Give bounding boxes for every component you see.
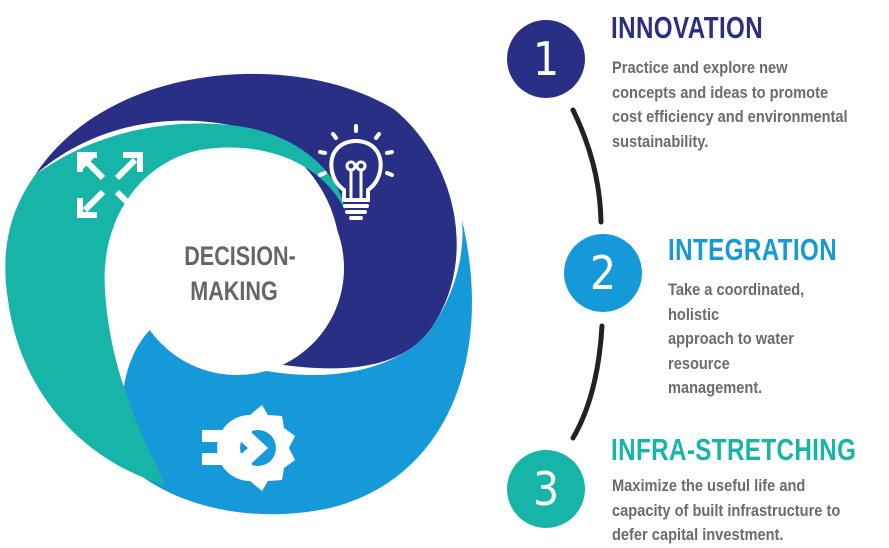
expand-arrows-icon <box>77 152 143 218</box>
step-2-description: Take a coordinated, holistic approach to… <box>668 280 805 397</box>
center-label-line1: DECISION- <box>184 242 296 272</box>
step-2-title: INTEGRATION <box>668 232 838 267</box>
step-2-number-badge: 2 <box>564 234 642 312</box>
center-label-line2: MAKING <box>190 277 278 307</box>
step-3-number-badge: 3 <box>507 450 585 528</box>
lightbulb-icon <box>318 124 394 220</box>
connector-arc-2-3 <box>570 323 605 441</box>
step-3-title: INFRA-STRETCHING <box>611 432 857 467</box>
step-3-description: Maximize the useful life and capacity of… <box>612 476 841 544</box>
center-disc <box>130 161 344 375</box>
arrow-gear-icon <box>202 405 295 491</box>
step-1-title: INNOVATION <box>611 10 764 45</box>
step-1-number-badge: 1 <box>507 20 585 98</box>
connector-arc-1-2 <box>570 107 604 225</box>
step-1-description: Practice and explore new concepts and id… <box>612 58 848 151</box>
navy-segment <box>35 73 457 369</box>
